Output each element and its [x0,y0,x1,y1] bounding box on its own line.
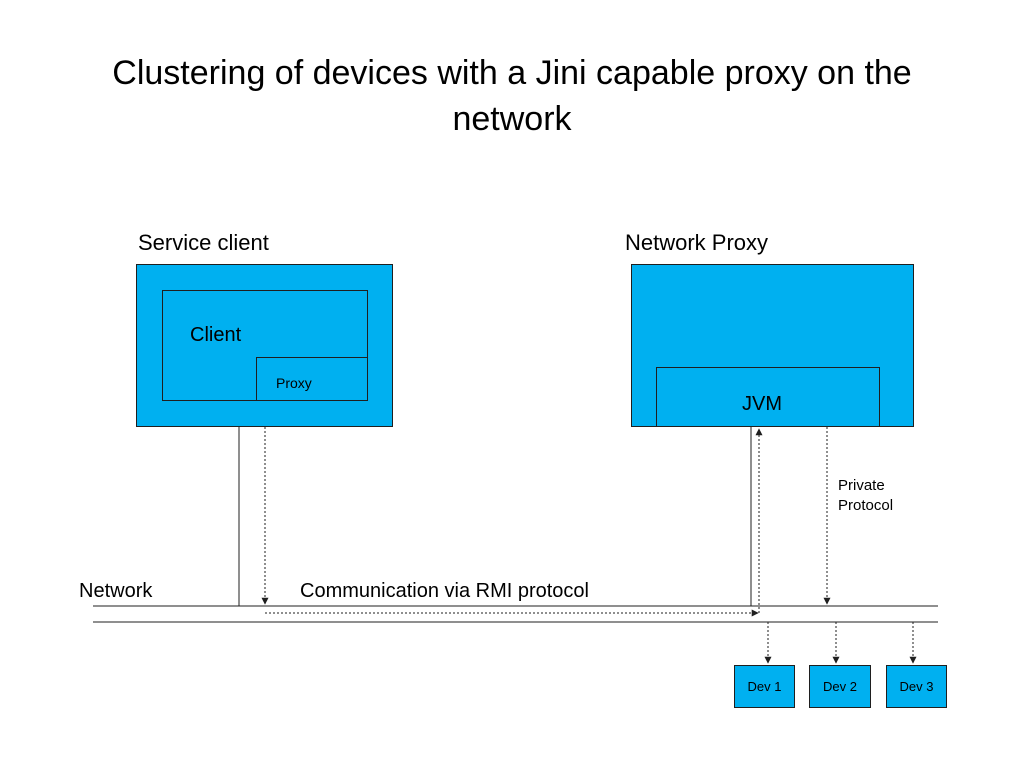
jvm-box [656,367,880,427]
device-box-3: Dev 3 [886,665,947,708]
device-box-1: Dev 1 [734,665,795,708]
proxy-label: Proxy [276,375,312,391]
jvm-label: JVM [742,393,782,415]
proxy-box [256,357,368,401]
service-client-label: Service client [138,230,269,255]
slide-title: Clustering of devices with a Jini capabl… [112,54,912,138]
network-label: Network [79,580,153,602]
network-proxy-label: Network Proxy [625,230,769,255]
rmi-label: Communication via RMI protocol [300,580,589,602]
client-label: Client [190,324,242,346]
private-protocol-label-line1: Private [838,477,885,494]
private-protocol-label-line2: Protocol [838,497,894,514]
device-box-2: Dev 2 [809,665,871,708]
